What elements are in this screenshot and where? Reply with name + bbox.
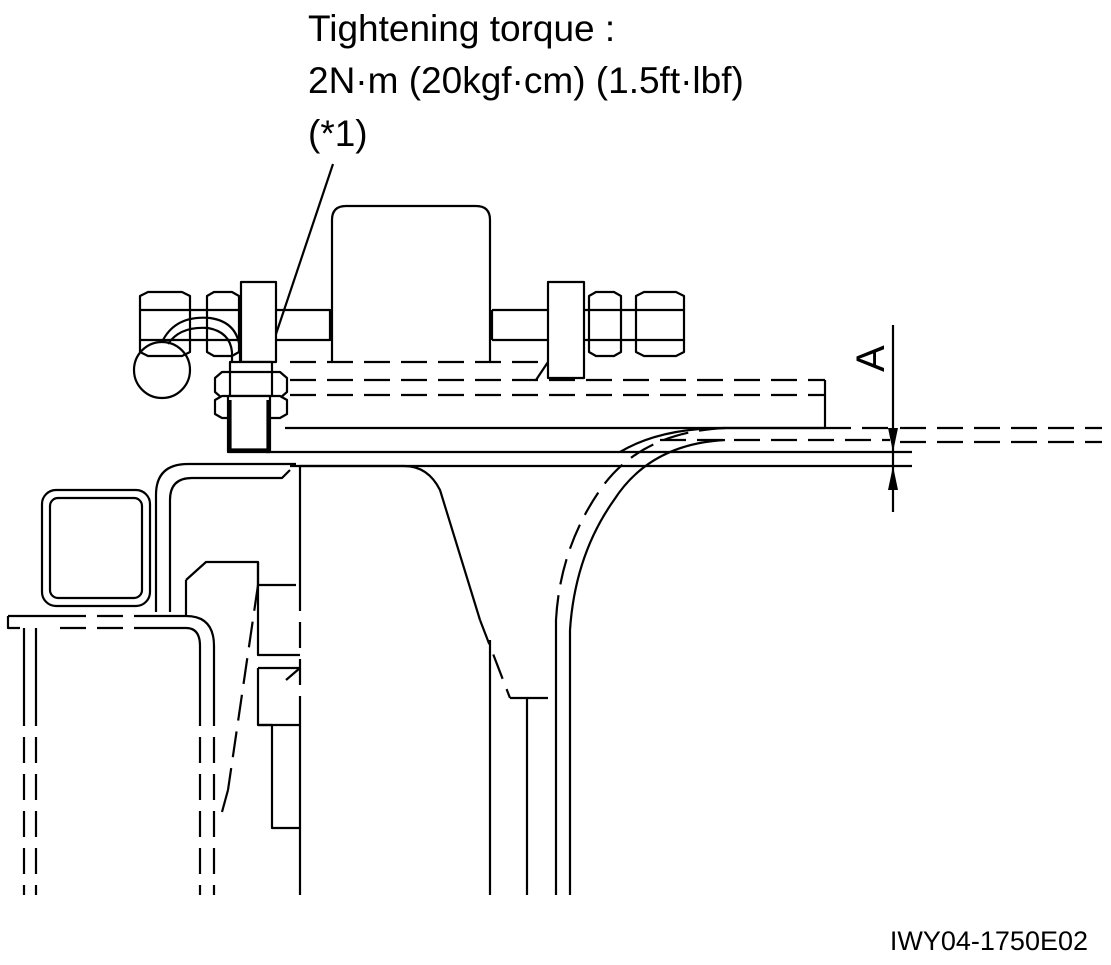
curved-guide xyxy=(554,426,726,895)
callout-line-3: (*1) xyxy=(308,113,368,154)
sensor-body xyxy=(213,360,289,454)
drawing-code: IWY04-1750E02 xyxy=(890,926,1088,956)
adjuster-rod xyxy=(138,280,686,380)
callout-line-2: 2N·m (20kgf·cm) (1.5ft·lbf) xyxy=(308,60,744,101)
dimension-a: A xyxy=(849,325,898,512)
sensor-cable xyxy=(132,316,242,400)
dimension-label: A xyxy=(849,345,893,372)
left-frame xyxy=(6,614,216,895)
mast-body xyxy=(298,464,548,895)
upper-bracket xyxy=(285,204,827,430)
left-bracket xyxy=(40,462,296,612)
callout-line-1: Tightening torque : xyxy=(308,8,615,49)
carriage xyxy=(184,560,301,830)
